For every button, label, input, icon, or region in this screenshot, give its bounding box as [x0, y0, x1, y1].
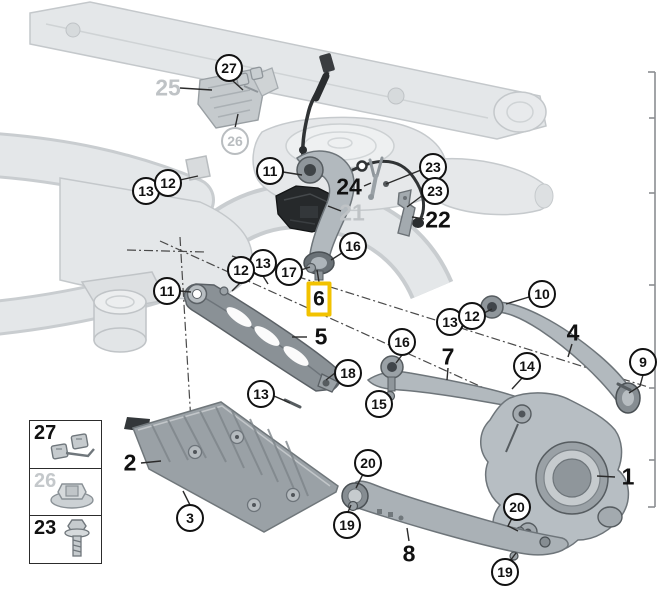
callout-20[interactable]: 20 — [503, 493, 531, 521]
callout-4[interactable]: 4 — [566, 319, 580, 346]
part-8-trailing-arm — [341, 480, 569, 561]
callout-13[interactable]: 13 — [247, 380, 275, 408]
legend-item-27[interactable]: 27 — [30, 421, 101, 469]
callout-5[interactable]: 5 — [314, 323, 328, 350]
callout-12[interactable]: 12 — [154, 169, 182, 197]
callout-20[interactable]: 20 — [354, 449, 382, 477]
callout-9[interactable]: 9 — [629, 348, 657, 376]
callout-24[interactable]: 24 — [336, 173, 362, 200]
part-5-reinforcement-brace — [183, 283, 341, 409]
callout-11[interactable]: 11 — [256, 157, 284, 185]
legend-label: 27 — [34, 422, 57, 444]
callout-10[interactable]: 10 — [528, 280, 556, 308]
ghost-subframe — [0, 1, 554, 432]
callout-19[interactable]: 19 — [491, 558, 519, 586]
callout-8[interactable]: 8 — [402, 540, 416, 567]
callout-11[interactable]: 11 — [153, 277, 181, 305]
callout-6[interactable]: 6 — [306, 281, 332, 317]
callout-21[interactable]: 21 — [339, 199, 365, 226]
callout-15[interactable]: 15 — [365, 390, 393, 418]
legend-label: 23 — [34, 517, 57, 540]
callout-23[interactable]: 23 — [419, 153, 447, 181]
legend-label: 26 — [34, 469, 57, 492]
callout-23[interactable]: 23 — [421, 177, 449, 205]
callout-12[interactable]: 12 — [227, 256, 255, 284]
fastener-legend: 27 26 23 — [29, 420, 102, 564]
callout-7[interactable]: 7 — [441, 343, 455, 370]
callout-2[interactable]: 2 — [123, 449, 137, 476]
flange-nut-icon — [50, 483, 94, 510]
part-6-upper-control-arm — [296, 150, 355, 281]
callout-3[interactable]: 3 — [176, 504, 204, 532]
page-edge-ruler — [648, 71, 656, 508]
callout-27[interactable]: 27 — [215, 54, 243, 82]
callout-16[interactable]: 16 — [388, 328, 416, 356]
part-24-retaining-fork — [368, 156, 384, 200]
part-22-bracket — [397, 189, 416, 237]
legend-item-26[interactable]: 26 — [30, 469, 101, 517]
flange-bolt-icon — [64, 519, 90, 557]
legend-item-23[interactable]: 23 — [30, 516, 101, 563]
callout-18[interactable]: 18 — [334, 359, 362, 387]
callout-16[interactable]: 16 — [339, 232, 367, 260]
callout-12[interactable]: 12 — [458, 302, 486, 330]
callout-26[interactable]: 26 — [221, 127, 249, 155]
callout-17[interactable]: 17 — [275, 258, 303, 286]
cable-clip-icon — [50, 432, 95, 460]
callout-19[interactable]: 19 — [333, 511, 361, 539]
part-2-underbody-plate — [132, 401, 339, 533]
callout-1[interactable]: 1 — [621, 463, 635, 490]
callout-25[interactable]: 25 — [155, 74, 181, 101]
callout-14[interactable]: 14 — [513, 352, 541, 380]
callout-22[interactable]: 22 — [425, 206, 451, 233]
